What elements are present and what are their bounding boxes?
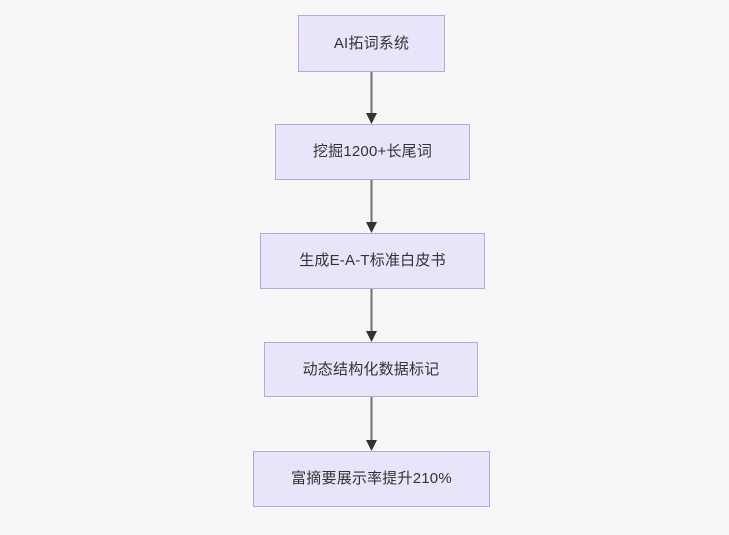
node-label: 挖掘1200+长尾词 [312, 143, 433, 160]
edge-n4-n5 [366, 397, 377, 451]
node-label: 生成E-A-T标准白皮书 [299, 252, 446, 269]
flowchart-node-mine-longtail-keywords[interactable]: 挖掘1200+长尾词 [275, 124, 470, 180]
node-label: 富摘要展示率提升210% [291, 470, 452, 487]
node-label: AI拓词系统 [333, 34, 410, 52]
flowchart-node-generate-eat-whitepaper[interactable]: 生成E-A-T标准白皮书 [260, 233, 485, 289]
edge-n3-n4 [366, 289, 377, 342]
flowchart-node-ai-keyword-system[interactable]: AI拓词系统 [298, 15, 445, 72]
edge-n2-n3 [366, 180, 377, 233]
flowchart-node-dynamic-structured-data-markup[interactable]: 动态结构化数据标记 [264, 342, 478, 397]
edge-n1-n2 [366, 72, 377, 124]
node-label: 动态结构化数据标记 [302, 360, 440, 378]
flowchart-node-rich-snippet-impression-lift[interactable]: 富摘要展示率提升210% [253, 451, 490, 507]
